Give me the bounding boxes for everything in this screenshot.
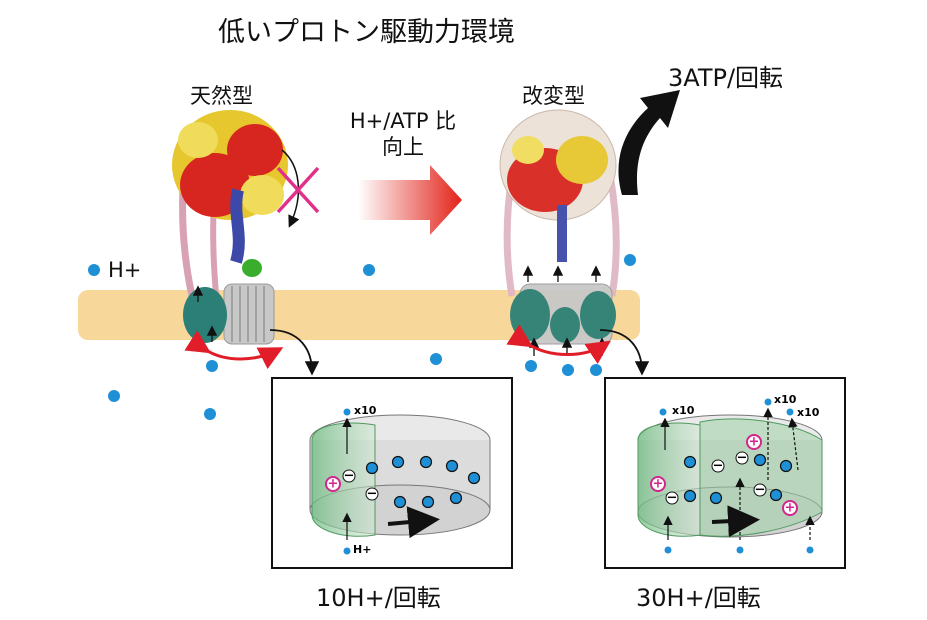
left-caption: 10H+/回転 xyxy=(316,584,441,612)
right-plus-sign-1: + xyxy=(653,477,664,492)
atp-output-arrow xyxy=(618,90,680,195)
callout-arrow-left xyxy=(269,329,320,376)
improvement-line: 向上 xyxy=(382,135,424,159)
rotation-arrow-left xyxy=(184,330,284,369)
callout-arrow-right xyxy=(599,329,650,376)
left-minus-sign-bottom: − xyxy=(367,487,378,502)
blocked-rotation-arrow xyxy=(281,149,300,228)
modified-atp-synthase xyxy=(499,109,620,345)
right-x10-label-c: x10 xyxy=(797,406,820,419)
c-ring-diagram-right xyxy=(637,398,823,554)
right-plus-sign-2: + xyxy=(749,435,760,450)
proton-label: H+ xyxy=(108,258,142,282)
right-minus-sign-3: − xyxy=(667,491,678,506)
right-minus-sign-1: − xyxy=(713,459,724,474)
atp-per-rotation-label: 3ATP/回転 xyxy=(668,64,784,92)
figure-title: 低いプロトン駆動力環境 xyxy=(218,17,515,48)
c-ring-diagram-left xyxy=(309,408,491,555)
right-minus-sign-4: − xyxy=(755,483,766,498)
right-x10-label-b: x10 xyxy=(774,393,797,406)
right-minus-sign-2: − xyxy=(737,451,748,466)
modified-label: 改変型 xyxy=(522,84,585,108)
ratio-improvement-label: H+/ATP 比 向上 xyxy=(343,108,463,160)
rotation-arrow-right xyxy=(506,324,611,364)
left-minus-sign-top: − xyxy=(344,469,355,484)
ratio-line: H+/ATP 比 xyxy=(349,109,457,133)
wild-type-label: 天然型 xyxy=(190,84,253,108)
protons xyxy=(88,254,636,420)
wild-type-atp-synthase xyxy=(172,110,288,345)
left-plus-sign: + xyxy=(328,477,339,492)
improvement-arrow xyxy=(358,165,462,235)
left-x10-label: x10 xyxy=(354,404,377,417)
right-caption: 30H+/回転 xyxy=(636,584,761,612)
left-proton-entry-label: H+ xyxy=(353,543,371,556)
right-x10-label-a: x10 xyxy=(672,404,695,417)
right-plus-sign-3: + xyxy=(785,501,796,516)
